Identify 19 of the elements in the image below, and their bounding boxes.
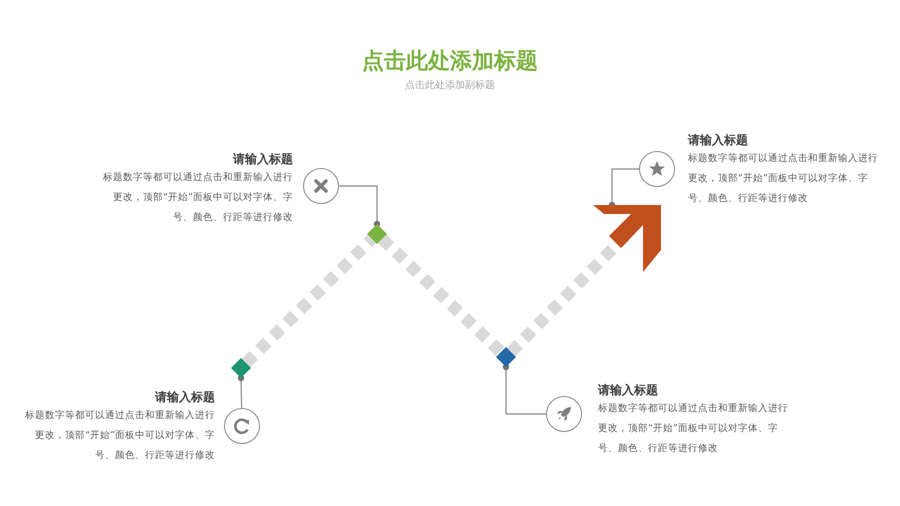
item-heading: 请输入标题 [154,389,215,406]
connector-line [502,364,546,415]
slide-title: 点击此处添加标题 [361,48,539,76]
item-heading: 请输入标题 [232,151,293,168]
icon-circle [639,151,675,187]
connector-line [238,374,244,408]
icon-circle [303,168,339,204]
item-heading: 请输入标题 [598,382,659,399]
dotted-path [378,234,506,356]
item-description: 标题数字等都可以通过点击和重新输入进行更改，顶部“开始”面板中可以对字体、字号、颜色、行距等进行修改 [688,152,878,206]
icon-circle [224,408,260,444]
dotted-path [242,234,376,368]
item-description: 标题数字等都可以通过点击和重新输入进行更改，顶部“开始”面板中可以对字体、字号、颜色、行距等进行修改 [103,171,293,225]
slide-subtitle: 点击此处添加副标题 [404,78,496,92]
item-description: 标题数字等都可以通过点击和重新输入进行更改，顶部“开始”面板中可以对字体、字号、颜色、行距等进行修改 [25,409,215,463]
connector-line [339,185,380,228]
item-description: 标题数字等都可以通过点击和重新输入进行更改，顶部“开始”面板中可以对字体、字号、颜色、行距等进行修改 [598,402,788,456]
item-heading: 请输入标题 [688,132,749,149]
icon-circle [546,396,582,432]
